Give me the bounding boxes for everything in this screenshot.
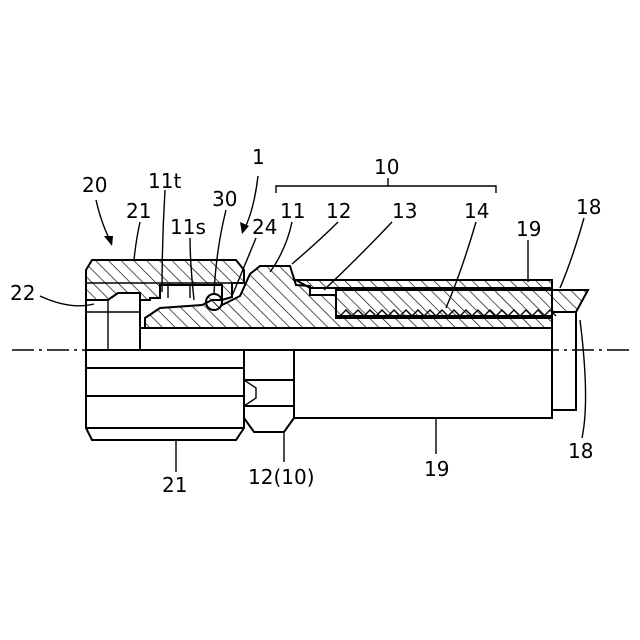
nut-exterior-21 <box>86 350 244 440</box>
label-14: 14 <box>464 199 489 223</box>
label-20: 20 <box>82 173 107 197</box>
sleeve-19-section <box>296 280 552 288</box>
label-12-10: 12(10) <box>248 465 315 489</box>
label-21-top: 21 <box>126 199 151 223</box>
label-11s: 11s <box>170 215 206 239</box>
label-22: 22 <box>10 281 35 305</box>
o-ring-30 <box>206 294 222 310</box>
label-18-bottom: 18 <box>568 439 593 463</box>
nut-section <box>86 260 244 300</box>
body-exterior-12 <box>244 350 294 432</box>
nut-bore-22 <box>86 293 140 350</box>
label-30: 30 <box>212 187 237 211</box>
sleeve-exterior-19 <box>294 350 552 418</box>
label-11t: 11t <box>148 169 181 193</box>
label-12: 12 <box>326 199 351 223</box>
label-11: 11 <box>280 199 305 223</box>
label-10: 10 <box>374 155 399 179</box>
label-24: 24 <box>252 215 277 239</box>
label-19-bottom: 19 <box>424 457 449 481</box>
label-18-top: 18 <box>576 195 601 219</box>
hose-core-18 <box>336 290 588 316</box>
label-13: 13 <box>392 199 417 223</box>
label-1: 1 <box>252 145 265 169</box>
label-19-top: 19 <box>516 217 541 241</box>
label-21-bottom: 21 <box>162 473 187 497</box>
